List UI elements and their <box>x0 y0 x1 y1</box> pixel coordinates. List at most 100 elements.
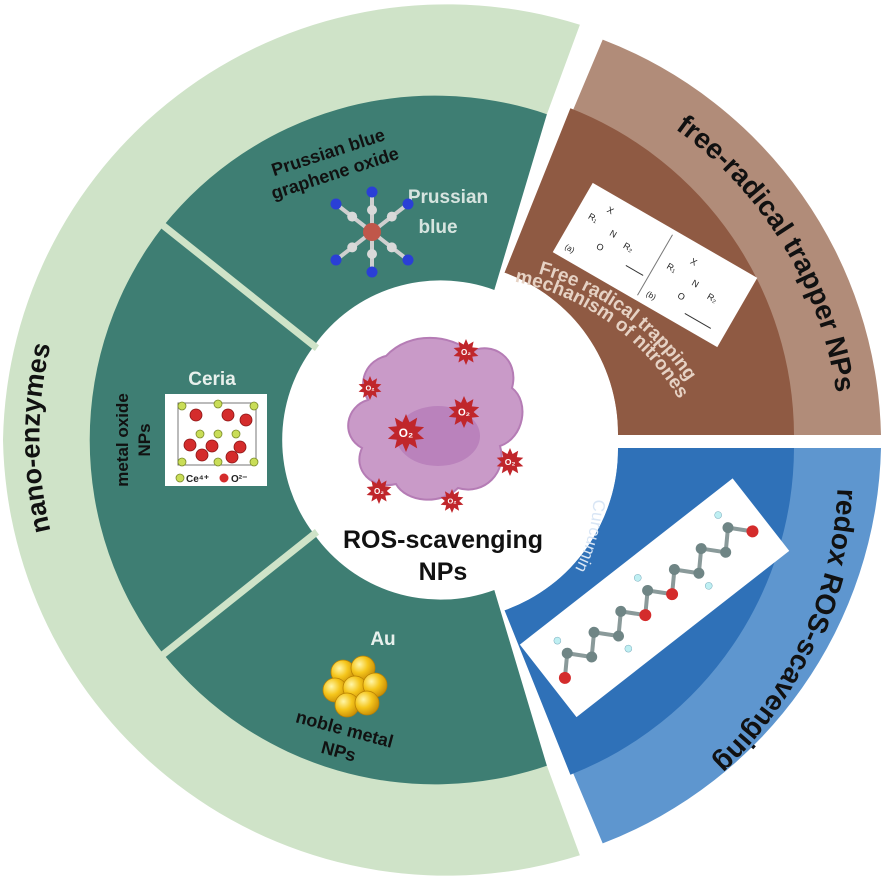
curcumin-carbon-atom <box>586 651 598 663</box>
ros-label: O₂ <box>365 384 374 393</box>
sector-divider-bottom <box>157 528 321 660</box>
nitrone-arrow-b <box>684 312 712 329</box>
ros-burst-shape <box>440 489 464 513</box>
ceria-legend-o-dot <box>219 473 229 483</box>
ceria-o-atom <box>239 413 253 427</box>
curcumin-oxygen-atom <box>639 609 652 622</box>
ceria-o-atom <box>189 408 203 422</box>
nitrone-x-b: X <box>689 256 699 268</box>
ros-burst-icon: O₂ <box>448 396 480 428</box>
curcumin-molecule-panel <box>519 478 790 718</box>
curcumin-carbon-atom <box>588 626 600 638</box>
curcumin-oxygen-atom <box>666 588 679 601</box>
ceria-atoms <box>177 399 259 467</box>
pb-carbon-atom <box>347 242 358 253</box>
nitrone-scheme-divider <box>637 234 673 296</box>
pb-nitrogen-atom <box>366 186 378 198</box>
ceria-label: Ceria <box>188 369 236 390</box>
pb-carbon-atom <box>367 249 377 259</box>
ceria-ce-atom <box>213 429 223 439</box>
ros-burst-icon: O₂ <box>453 339 479 365</box>
ceria-ce-atom <box>213 399 223 409</box>
curcumin-carbon-atom <box>695 543 707 555</box>
ros-label: O₂ <box>458 408 470 419</box>
au-label: Au <box>370 629 395 650</box>
gold-particle <box>354 690 380 716</box>
nitrone-r1-a: R₁ <box>586 211 599 224</box>
center-title-line1: ROS-scavenging <box>343 526 543 554</box>
ceria-ce-atom <box>249 401 259 411</box>
center-title-line2: NPs <box>419 558 468 586</box>
nitrone-a-label: (a) <box>563 242 576 255</box>
curcumin-carbon-atom <box>722 522 734 534</box>
ceria-crystal-icon: Ce⁴⁺ O²⁻ <box>165 394 267 486</box>
pb-carbon-atom <box>347 211 358 222</box>
pb-carbon-atom <box>386 242 397 253</box>
curcumin-molecule-icon <box>553 511 759 684</box>
ceria-ce-atom <box>195 429 205 439</box>
gold-nanoparticle-icon <box>322 655 388 718</box>
pb-nitrogen-atom <box>402 198 414 210</box>
ceria-ce-atom <box>177 457 187 467</box>
ros-burst-icon: O₂ <box>366 478 392 504</box>
nitrone-arrow-a <box>625 265 644 276</box>
ceria-o-atom <box>195 448 209 462</box>
pb-nitrogen-atom <box>330 254 342 266</box>
ceria-o-atom <box>233 440 247 454</box>
nitrone-scheme-panel: R₁ N R₂ O X (a) R₁ X N R₂ O (b) <box>552 182 758 348</box>
ceria-legend-o: O²⁻ <box>231 474 247 485</box>
nitrone-x-a: X <box>605 205 615 217</box>
ceria-o-atom <box>205 439 219 453</box>
ros-burst-icon: O₂ <box>358 376 382 400</box>
ros-burst-shape <box>387 414 425 452</box>
prussian-blue-line1: Prussian <box>408 187 488 208</box>
ros-burst-icon: O₂ <box>496 448 524 476</box>
curcumin-hydrogen-atom <box>553 636 562 645</box>
ros-burst-shape <box>358 376 382 400</box>
ros-label: O₂ <box>447 497 456 506</box>
nitrone-n-b: N <box>690 278 701 290</box>
curcumin-hydrogen-atom <box>704 582 713 590</box>
ceria-ce-atom <box>213 457 223 467</box>
ros-label: O₂ <box>505 457 516 467</box>
ros-burst-shape <box>366 478 392 504</box>
curcumin-hydrogen-atom <box>624 644 633 653</box>
curcumin-carbon-atom <box>642 584 654 596</box>
metal-oxide-label: metal oxide NPs <box>113 393 154 487</box>
ros-burst-shape <box>496 448 524 476</box>
ros-burst-icon: O₂ <box>387 414 425 452</box>
nitrone-n-a: N <box>608 228 619 240</box>
curcumin-oxygen-atom <box>746 525 759 538</box>
ceria-ce-atom <box>231 429 241 439</box>
curcumin-carbon-atom <box>720 546 732 558</box>
curcumin-carbon-atom <box>693 567 705 579</box>
metal-oxide-line2: NPs <box>135 423 154 456</box>
nitrone-o-a: O <box>595 241 606 253</box>
ceria-legend-ce-dot <box>175 473 185 483</box>
ros-label: O₂ <box>374 487 384 496</box>
pb-nitrogen-atom <box>402 254 414 266</box>
ceria-ce-atom <box>177 401 187 411</box>
ceria-ce-atom <box>249 457 259 467</box>
sector-divider-top <box>157 220 321 352</box>
ros-badges: O₂ O₂ O₂ O₂ O₂ O₂ O₂ <box>358 339 524 513</box>
pb-nitrogen-atom <box>366 266 378 278</box>
pb-carbon-atom <box>367 205 377 215</box>
curcumin-oxygen-atom <box>558 671 571 684</box>
pb-iron-atom <box>363 223 381 241</box>
metal-oxide-line1: metal oxide <box>113 393 132 487</box>
prussian-blue-line2: blue <box>418 217 457 238</box>
nitrone-o-b: O <box>676 290 687 302</box>
ros-burst-shape <box>453 339 479 365</box>
ros-burst-shape <box>448 396 480 428</box>
curcumin-hydrogen-atom <box>634 574 642 582</box>
nitrone-b-label: (b) <box>645 289 658 302</box>
curcumin-carbon-atom <box>668 564 680 576</box>
ceria-o-atom <box>183 438 197 452</box>
curcumin-carbon-atom <box>615 605 627 617</box>
curcumin-carbon-atom <box>613 630 625 642</box>
pb-carbon-atom <box>386 211 397 222</box>
cell-illustration: O₂ O₂ O₂ O₂ O₂ O₂ O₂ <box>347 336 524 513</box>
